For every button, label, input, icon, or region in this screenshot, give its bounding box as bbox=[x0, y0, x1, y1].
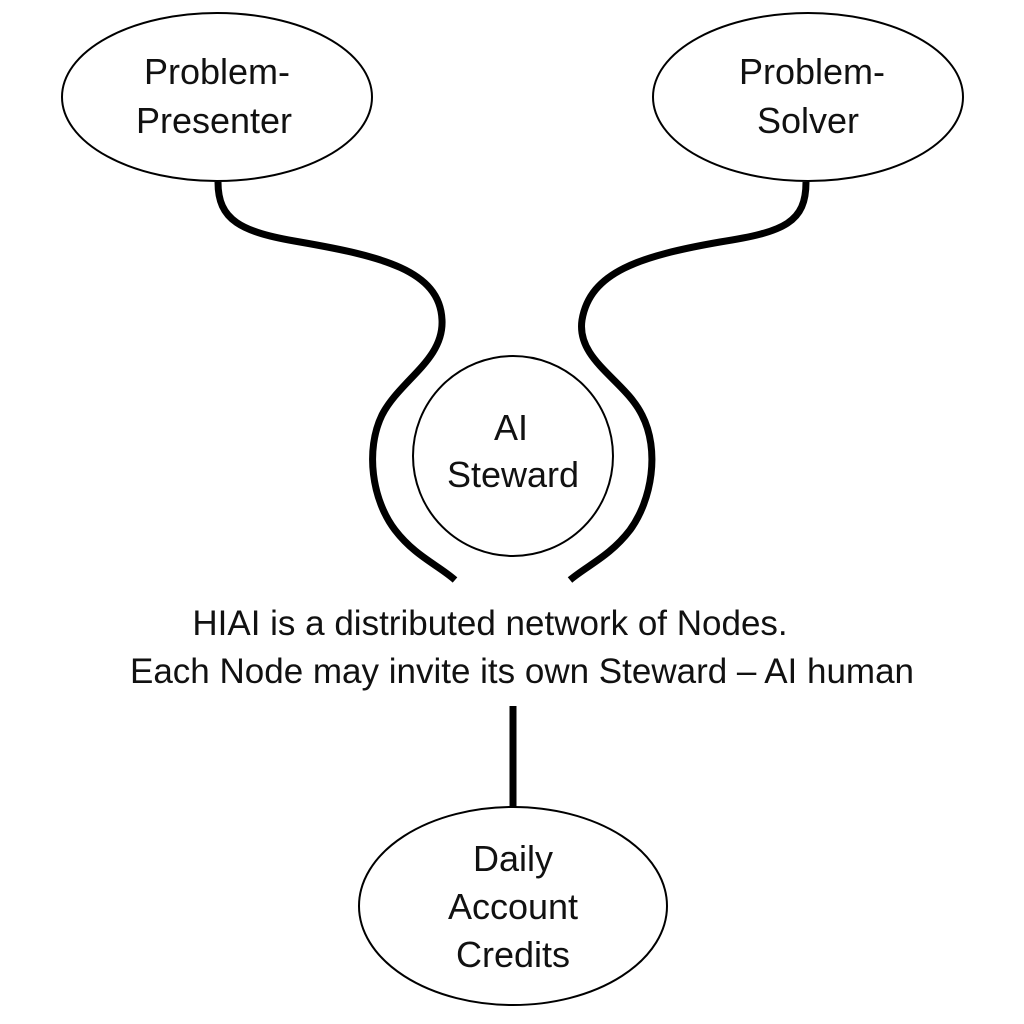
connector-solver-to-caption bbox=[567, 181, 810, 583]
node-ai-steward: AI Steward bbox=[412, 355, 614, 557]
caption-line2: Each Node may invite its own Steward – A… bbox=[130, 652, 914, 691]
node-daily-account-credits: Daily Account Credits bbox=[358, 806, 668, 1006]
node-problem-presenter-shape bbox=[61, 12, 373, 182]
node-daily-account-credits-label-line1: Daily bbox=[473, 838, 553, 879]
node-daily-account-credits-shape bbox=[358, 806, 668, 1006]
node-problem-solver-shape bbox=[652, 12, 964, 182]
node-problem-solver-label-line1: Problem- bbox=[739, 51, 885, 92]
node-problem-presenter-label-line1: Problem- bbox=[144, 51, 290, 92]
node-ai-steward-label-line1: AI bbox=[494, 407, 528, 448]
node-problem-presenter-label-line2: Presenter bbox=[136, 100, 292, 141]
caption-line1: HIAI is a distributed network of Nodes. bbox=[192, 604, 787, 643]
node-daily-account-credits-label-line2: Account bbox=[448, 886, 578, 927]
node-ai-steward-shape bbox=[412, 355, 614, 557]
node-problem-solver: Problem- Solver bbox=[652, 12, 964, 182]
node-daily-account-credits-label-line3: Credits bbox=[456, 934, 570, 975]
connector-presenter-to-caption bbox=[214, 181, 458, 583]
caption: HIAI is a distributed network of Nodes. … bbox=[130, 604, 914, 691]
node-ai-steward-label-line2: Steward bbox=[447, 454, 579, 495]
node-problem-solver-label-line2: Solver bbox=[757, 100, 859, 141]
node-problem-presenter: Problem- Presenter bbox=[61, 12, 373, 182]
